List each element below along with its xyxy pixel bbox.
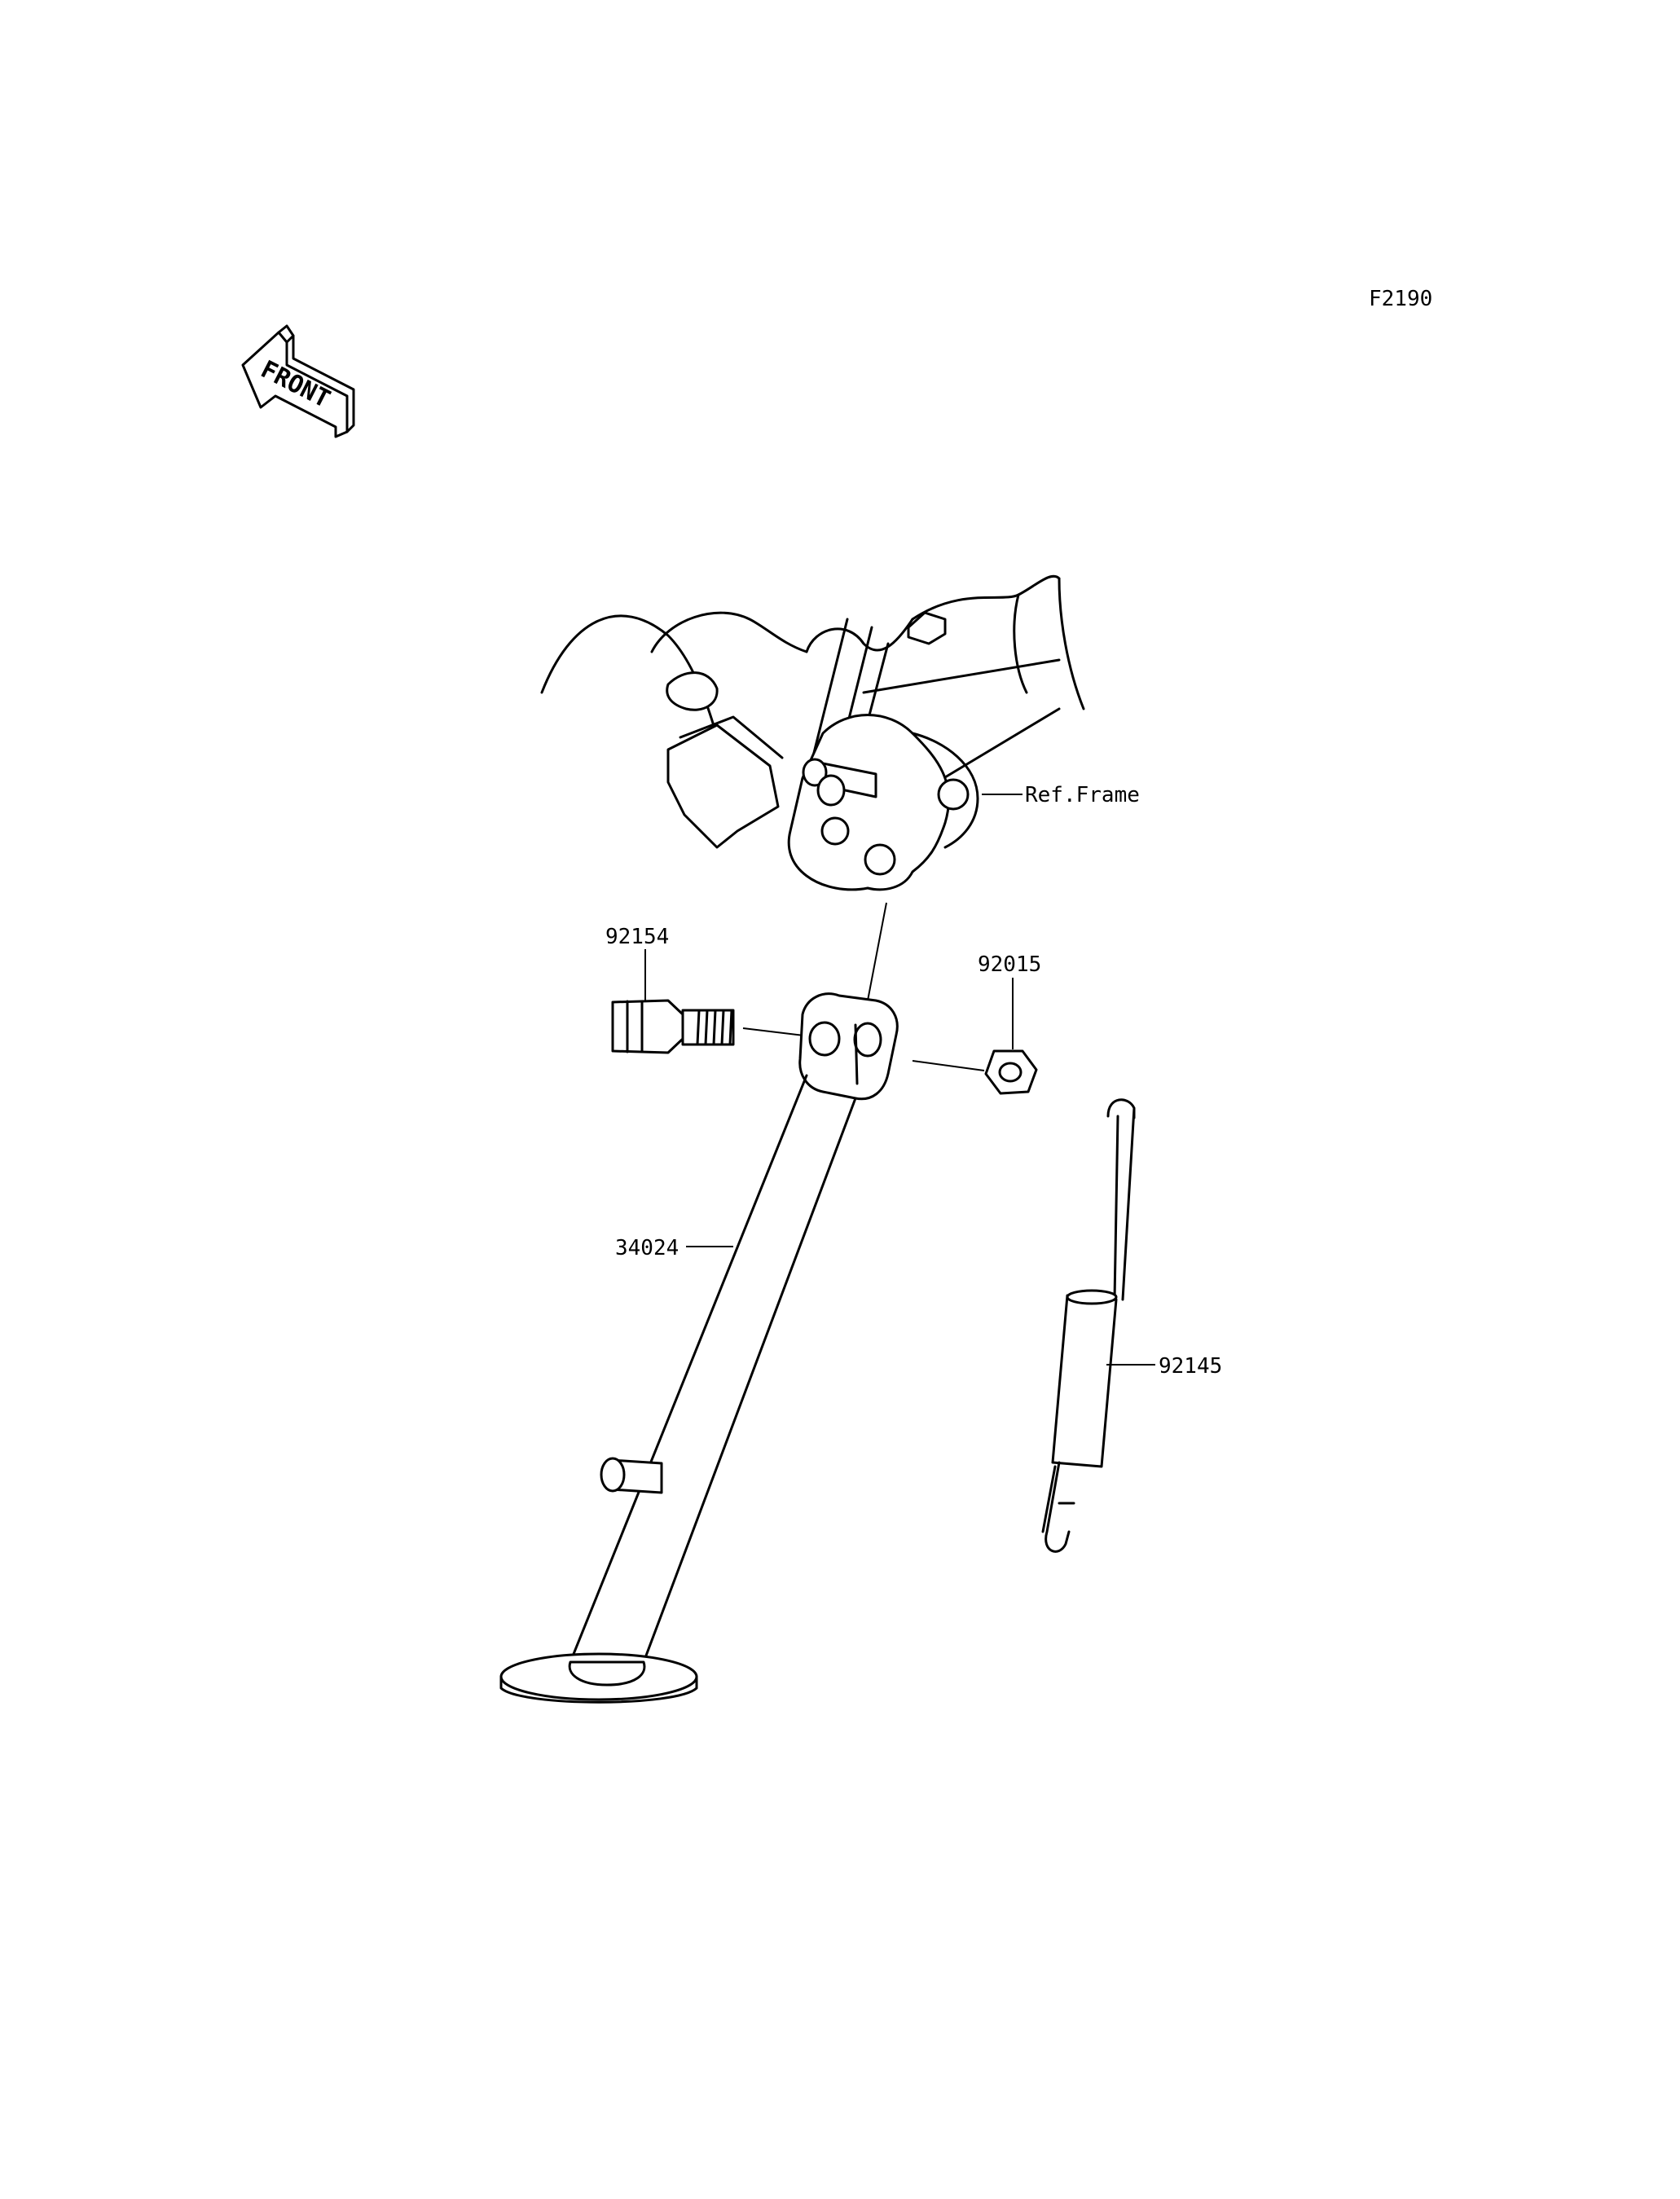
frame-assembly — [540, 574, 1085, 891]
nut-label: 92015 — [978, 952, 1041, 977]
spring-92145 — [1041, 1098, 1136, 1553]
bolt-label: 92154 — [605, 925, 669, 949]
spring-label: 92145 — [1159, 1354, 1222, 1379]
bolt-92154 — [611, 999, 735, 1054]
side-stand-34024 — [499, 902, 899, 1704]
nut-92015 — [984, 1049, 1038, 1095]
front-arrow-icon: FRONT — [241, 324, 355, 438]
ref-frame-label: Ref.Frame — [1025, 783, 1140, 807]
diagram-code: F2190 — [1369, 287, 1432, 311]
stand-label: 34024 — [615, 1236, 679, 1260]
